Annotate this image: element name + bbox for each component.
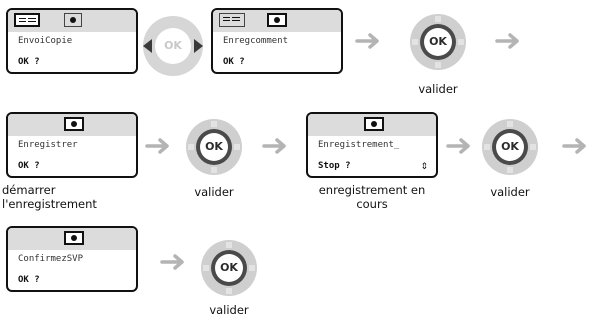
ok-key-label: OK bbox=[496, 133, 524, 161]
right-arrow-icon bbox=[446, 138, 470, 154]
navigator-icon[interactable]: OK bbox=[143, 16, 203, 76]
navigator-ok-label: OK bbox=[155, 28, 191, 64]
record-icon bbox=[64, 13, 82, 27]
screen-stop-prompt: Stop ? bbox=[318, 161, 351, 171]
ok-key-icon[interactable]: OK bbox=[482, 119, 538, 175]
screen-ok-prompt: OK ? bbox=[18, 161, 40, 171]
screen-ok-prompt: OK ? bbox=[18, 275, 40, 285]
record-icon bbox=[364, 117, 384, 131]
caption-start-recording: démarrer l'enregistrement bbox=[2, 183, 97, 211]
scroll-updown-icon: ⇕ bbox=[420, 162, 428, 172]
caption-valider: valider bbox=[418, 82, 458, 96]
caption-valider: valider bbox=[209, 303, 249, 317]
caption-valider: valider bbox=[490, 185, 530, 199]
caption-recording-in-progress: enregistrement en cours bbox=[318, 183, 426, 211]
menu-list-icon bbox=[14, 13, 40, 27]
screen-text: EnvoiCopie bbox=[18, 36, 73, 46]
screen-text: Enregistrer bbox=[18, 140, 78, 150]
ok-key-icon[interactable]: OK bbox=[410, 14, 466, 70]
phone-screen-enregcomment: Enregcomment OK ? bbox=[211, 8, 343, 74]
right-arrow-icon bbox=[145, 138, 169, 154]
record-icon bbox=[64, 231, 84, 245]
record-icon bbox=[267, 13, 287, 27]
caption-valider: valider bbox=[194, 185, 234, 199]
right-arrow-icon bbox=[194, 39, 203, 53]
right-arrow-icon bbox=[160, 254, 184, 270]
ok-key-icon[interactable]: OK bbox=[201, 240, 257, 296]
right-arrow-icon bbox=[495, 33, 519, 49]
screen-ok-prompt: OK ? bbox=[18, 57, 40, 67]
ok-key-label: OK bbox=[424, 28, 452, 56]
right-arrow-icon bbox=[562, 138, 586, 154]
record-icon bbox=[64, 117, 84, 131]
screen-text: Enregcomment bbox=[223, 36, 289, 46]
phone-screen-enregistrement: Enregistrement_ Stop ? ⇕ bbox=[306, 112, 438, 178]
screen-text: Enregistrement_ bbox=[318, 140, 400, 150]
ok-key-label: OK bbox=[215, 254, 243, 282]
left-arrow-icon bbox=[143, 39, 152, 53]
ok-key-label: OK bbox=[200, 133, 228, 161]
phone-screen-confirmez: ConfirmezSVP OK ? bbox=[6, 226, 138, 292]
right-arrow-icon bbox=[355, 33, 379, 49]
right-arrow-icon bbox=[262, 138, 286, 154]
menu-list-icon bbox=[219, 13, 245, 27]
screen-text: ConfirmezSVP bbox=[18, 254, 84, 264]
phone-screen-envoicopie: EnvoiCopie OK ? bbox=[6, 8, 138, 74]
ok-key-icon[interactable]: OK bbox=[186, 119, 242, 175]
screen-ok-prompt: OK ? bbox=[223, 57, 245, 67]
phone-screen-enregistrer: Enregistrer OK ? bbox=[6, 112, 138, 178]
